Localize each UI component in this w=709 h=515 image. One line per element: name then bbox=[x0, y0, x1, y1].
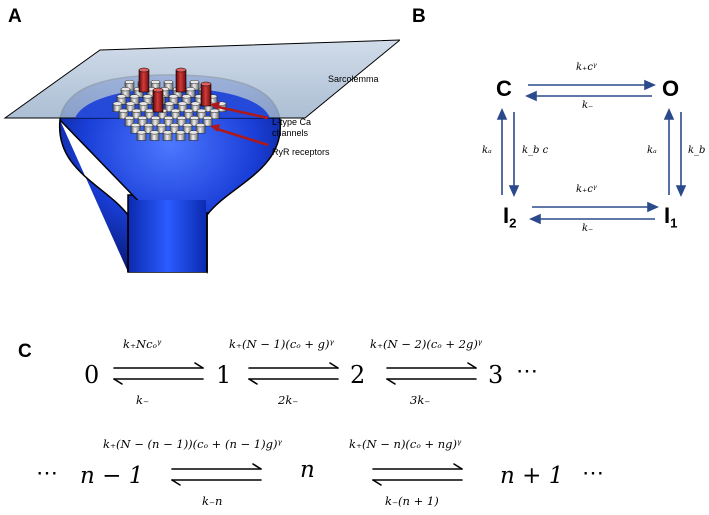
panel-c-letter: C bbox=[18, 341, 32, 362]
c-row1-backward-rate-2: 3k₋ bbox=[410, 393, 431, 407]
ryr-receptor-grid bbox=[112, 79, 227, 141]
c-state-1: 1 bbox=[216, 361, 232, 389]
state-i2-main: I bbox=[503, 203, 510, 228]
state-i1-main: I bbox=[664, 203, 671, 228]
ryr-cylinder-top bbox=[189, 79, 200, 85]
ryr-pointer-arrow bbox=[213, 126, 269, 147]
l-type-channels bbox=[138, 67, 212, 113]
ryr-cylinder-top bbox=[195, 123, 206, 128]
rate-bottom-backward: k₋ bbox=[582, 223, 594, 234]
ryr-cylinder-top bbox=[181, 94, 192, 99]
ryr-cylinder-top bbox=[131, 108, 142, 113]
ryr-cylinder-top bbox=[162, 130, 173, 135]
ryr-cylinder-top bbox=[149, 130, 160, 135]
ryr-cylinder-top bbox=[183, 108, 194, 113]
panel-a-illustration bbox=[3, 39, 400, 274]
rate-top-backward: k₋ bbox=[582, 100, 594, 111]
ryr-cylinder-top bbox=[124, 115, 135, 121]
c-row1-ellipsis: ⋯ bbox=[516, 359, 538, 384]
c-row1-backward-rate-0: k₋ bbox=[136, 393, 150, 407]
c-row1-forward-rate-0: k₊Ncₒᵞ bbox=[123, 337, 162, 351]
ryr-cylinder-top bbox=[196, 108, 207, 113]
ryr-cylinder-top bbox=[170, 108, 181, 113]
panel-b-letter: B bbox=[412, 6, 426, 27]
ryr-cylinder-top bbox=[176, 115, 187, 121]
sarcolemma-label: Sarcolemma bbox=[328, 74, 379, 84]
ryr-cylinder-top bbox=[112, 101, 123, 106]
c-row2-forward-rate-1: k₊(N − n)(cₒ + ng)ᵞ bbox=[349, 437, 462, 451]
ryr-cylinder-top bbox=[163, 79, 174, 85]
l-type-label-line2: channels bbox=[272, 128, 309, 138]
ryr-label: RyR receptors bbox=[272, 147, 330, 157]
ryr-cylinder-top bbox=[164, 101, 175, 106]
state-o: O bbox=[662, 76, 680, 101]
ryr-cylinder-top bbox=[177, 101, 188, 106]
ryr-cylinder-top bbox=[150, 79, 161, 85]
rate-right-up: kₐ bbox=[647, 145, 657, 156]
rate-right-down: k_b c bbox=[688, 145, 709, 156]
c-row1-forward-rate-1: k₊(N − 1)(cₒ + g)ᵞ bbox=[229, 337, 334, 351]
c-row2-trailing-ellipsis: ⋯ bbox=[582, 461, 604, 486]
state-c: C bbox=[496, 76, 512, 101]
ryr-cylinder-top bbox=[190, 101, 201, 106]
c-row2-forward-rate-0: k₊(N − (n − 1))(cₒ + (n − 1)g)ᵞ bbox=[103, 437, 282, 451]
ryr-cylinder-top bbox=[169, 123, 180, 128]
ryr-cylinder-top bbox=[116, 94, 127, 99]
rate-left-up: kₐ bbox=[482, 145, 492, 156]
ryr-cylinder-top bbox=[202, 115, 213, 121]
ryr-cylinder-top bbox=[129, 94, 140, 99]
c-row1-backward-rate-1: 2k₋ bbox=[278, 393, 299, 407]
ryr-cylinder-top bbox=[142, 94, 153, 99]
ryr-cylinder-top bbox=[168, 94, 179, 99]
ryr-cylinder-top bbox=[175, 130, 186, 135]
l-type-pointer-arrow bbox=[213, 104, 269, 120]
c-row1-forward-rate-2: k₊(N − 2)(cₒ + 2g)ᵞ bbox=[370, 337, 483, 351]
state-i2: I2 bbox=[503, 203, 516, 231]
c-state-0: 0 bbox=[84, 361, 100, 389]
c-row2-backward-rate-0: k₋n bbox=[202, 494, 223, 508]
c-state-3: 3 bbox=[488, 361, 504, 389]
ryr-cylinder-top bbox=[150, 115, 161, 121]
c-state-n: n bbox=[300, 457, 315, 483]
ryr-cylinder-top bbox=[163, 115, 174, 121]
ryr-cylinder-top bbox=[137, 115, 148, 121]
ryr-cylinder-top bbox=[189, 115, 200, 121]
ryr-cylinder-top bbox=[138, 101, 149, 106]
state-i1: I1 bbox=[664, 203, 677, 231]
ryr-cylinder-top bbox=[125, 101, 136, 106]
ryr-cylinder-top bbox=[188, 130, 199, 135]
ryr-cylinder-top bbox=[120, 87, 131, 92]
ryr-cylinder-top bbox=[182, 123, 193, 128]
state-i2-sub: 2 bbox=[509, 215, 517, 231]
ryr-cylinder-top bbox=[156, 123, 167, 128]
ryr-cylinder-top bbox=[124, 79, 135, 85]
c-row2-leading-ellipsis: ⋯ bbox=[36, 461, 58, 486]
ryr-cylinder-top bbox=[130, 123, 141, 128]
rate-top-forward: k₊cᵞ bbox=[576, 62, 597, 73]
ryr-cylinder-top bbox=[118, 108, 129, 113]
ryr-cylinder-top bbox=[209, 108, 220, 113]
c-state-n-plus-1: n + 1 bbox=[500, 463, 564, 489]
rate-left-down: k_b c bbox=[522, 145, 549, 156]
c-state-n-minus-1: n − 1 bbox=[80, 463, 144, 489]
c-state-2: 2 bbox=[350, 361, 366, 389]
c-row2-backward-rate-1: k₋(n + 1) bbox=[385, 494, 439, 508]
state-i1-sub: 1 bbox=[670, 215, 678, 231]
ryr-cylinder-top bbox=[143, 123, 154, 128]
l-type-label-line1: L-type Ca bbox=[272, 117, 312, 127]
ryr-cylinder-top bbox=[136, 130, 147, 135]
rate-bottom-forward: k₊cᵞ bbox=[576, 184, 597, 195]
panel-a-letter: A bbox=[8, 6, 22, 27]
